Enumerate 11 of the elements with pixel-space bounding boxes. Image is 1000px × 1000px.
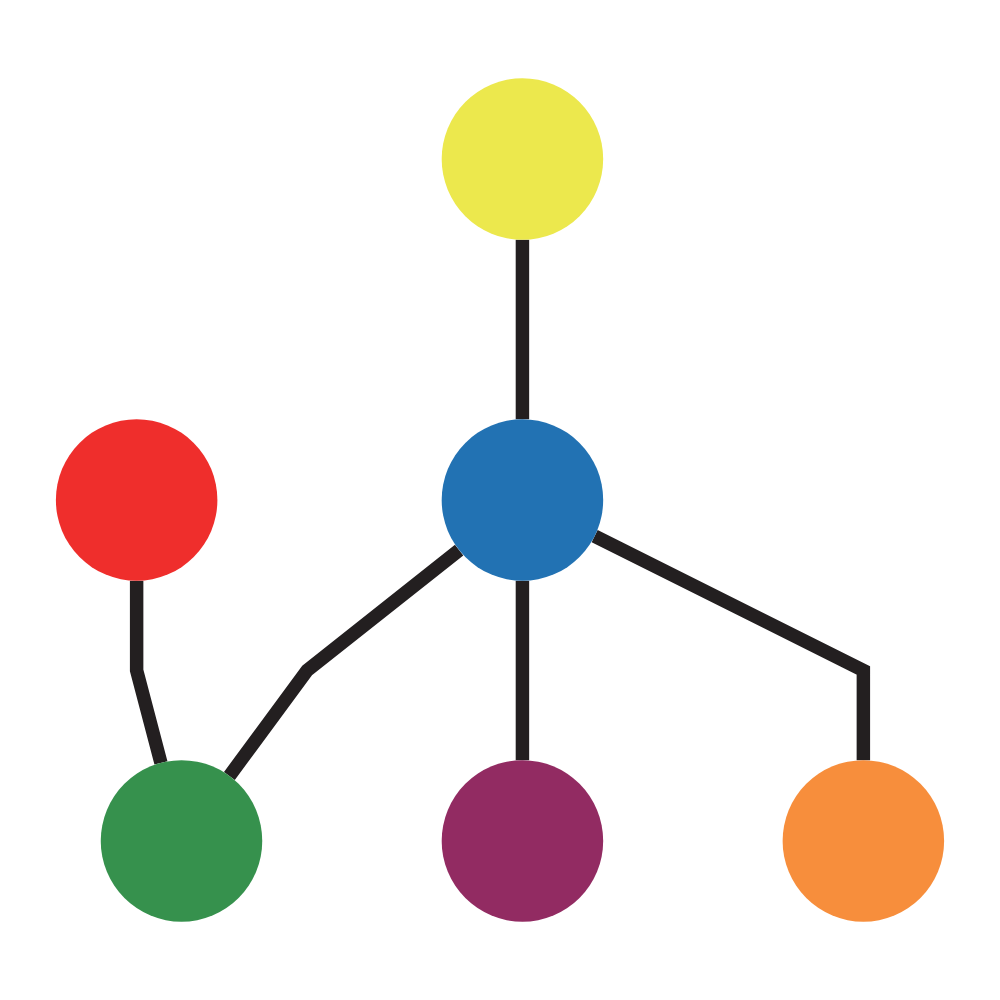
connector: [591, 530, 871, 761]
connector: [224, 544, 464, 780]
node-circle: [441, 78, 604, 240]
node-circle: [782, 760, 945, 922]
connector: [515, 580, 530, 761]
connector: [515, 239, 530, 420]
node-circle: [100, 760, 263, 922]
connector: [129, 580, 168, 765]
node-circle: [55, 419, 218, 581]
node-circle: [441, 419, 604, 581]
node-circle: [441, 760, 604, 922]
